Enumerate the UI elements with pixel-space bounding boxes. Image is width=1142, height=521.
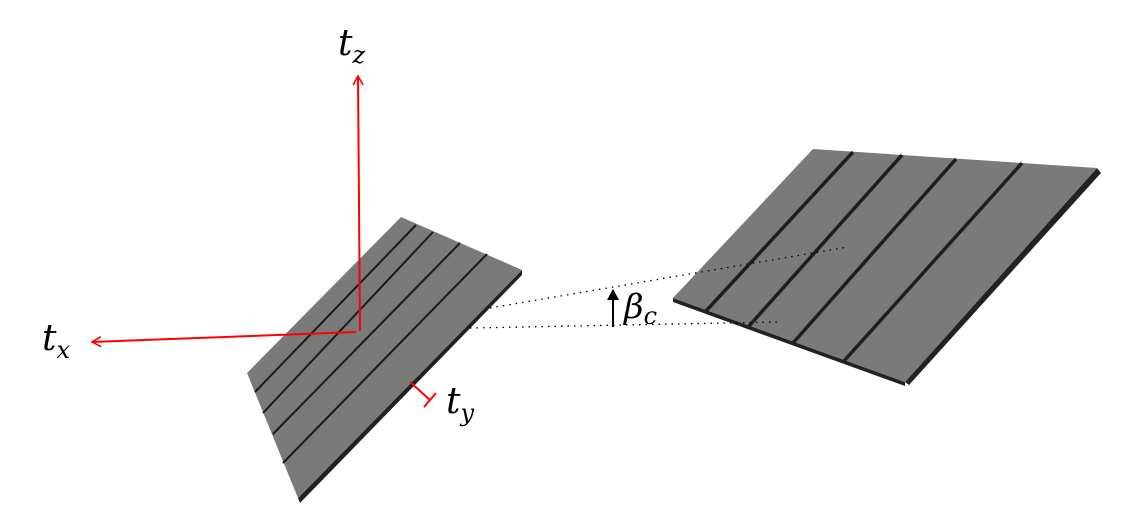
ty-label: ty bbox=[446, 381, 474, 427]
ty-axis-tip bbox=[423, 392, 437, 408]
right-panel-edge-bottom bbox=[673, 298, 905, 386]
tx-label: tx bbox=[42, 318, 70, 364]
beta-c-label: βc bbox=[622, 287, 657, 330]
right-panel-edge-right bbox=[905, 168, 1101, 385]
coordinate-axes bbox=[90, 74, 437, 408]
right-panel-seams bbox=[704, 150, 1024, 363]
tz-axis bbox=[352, 74, 364, 332]
right-solar-panel bbox=[673, 149, 1101, 386]
right-panel-face bbox=[673, 149, 1097, 382]
tz-label: tz bbox=[338, 23, 365, 69]
tx-axis bbox=[90, 331, 357, 348]
left-panel-seams bbox=[254, 224, 488, 464]
ty-axis bbox=[409, 381, 431, 401]
left-solar-panel bbox=[247, 217, 522, 503]
left-panel-edge bbox=[298, 270, 522, 503]
